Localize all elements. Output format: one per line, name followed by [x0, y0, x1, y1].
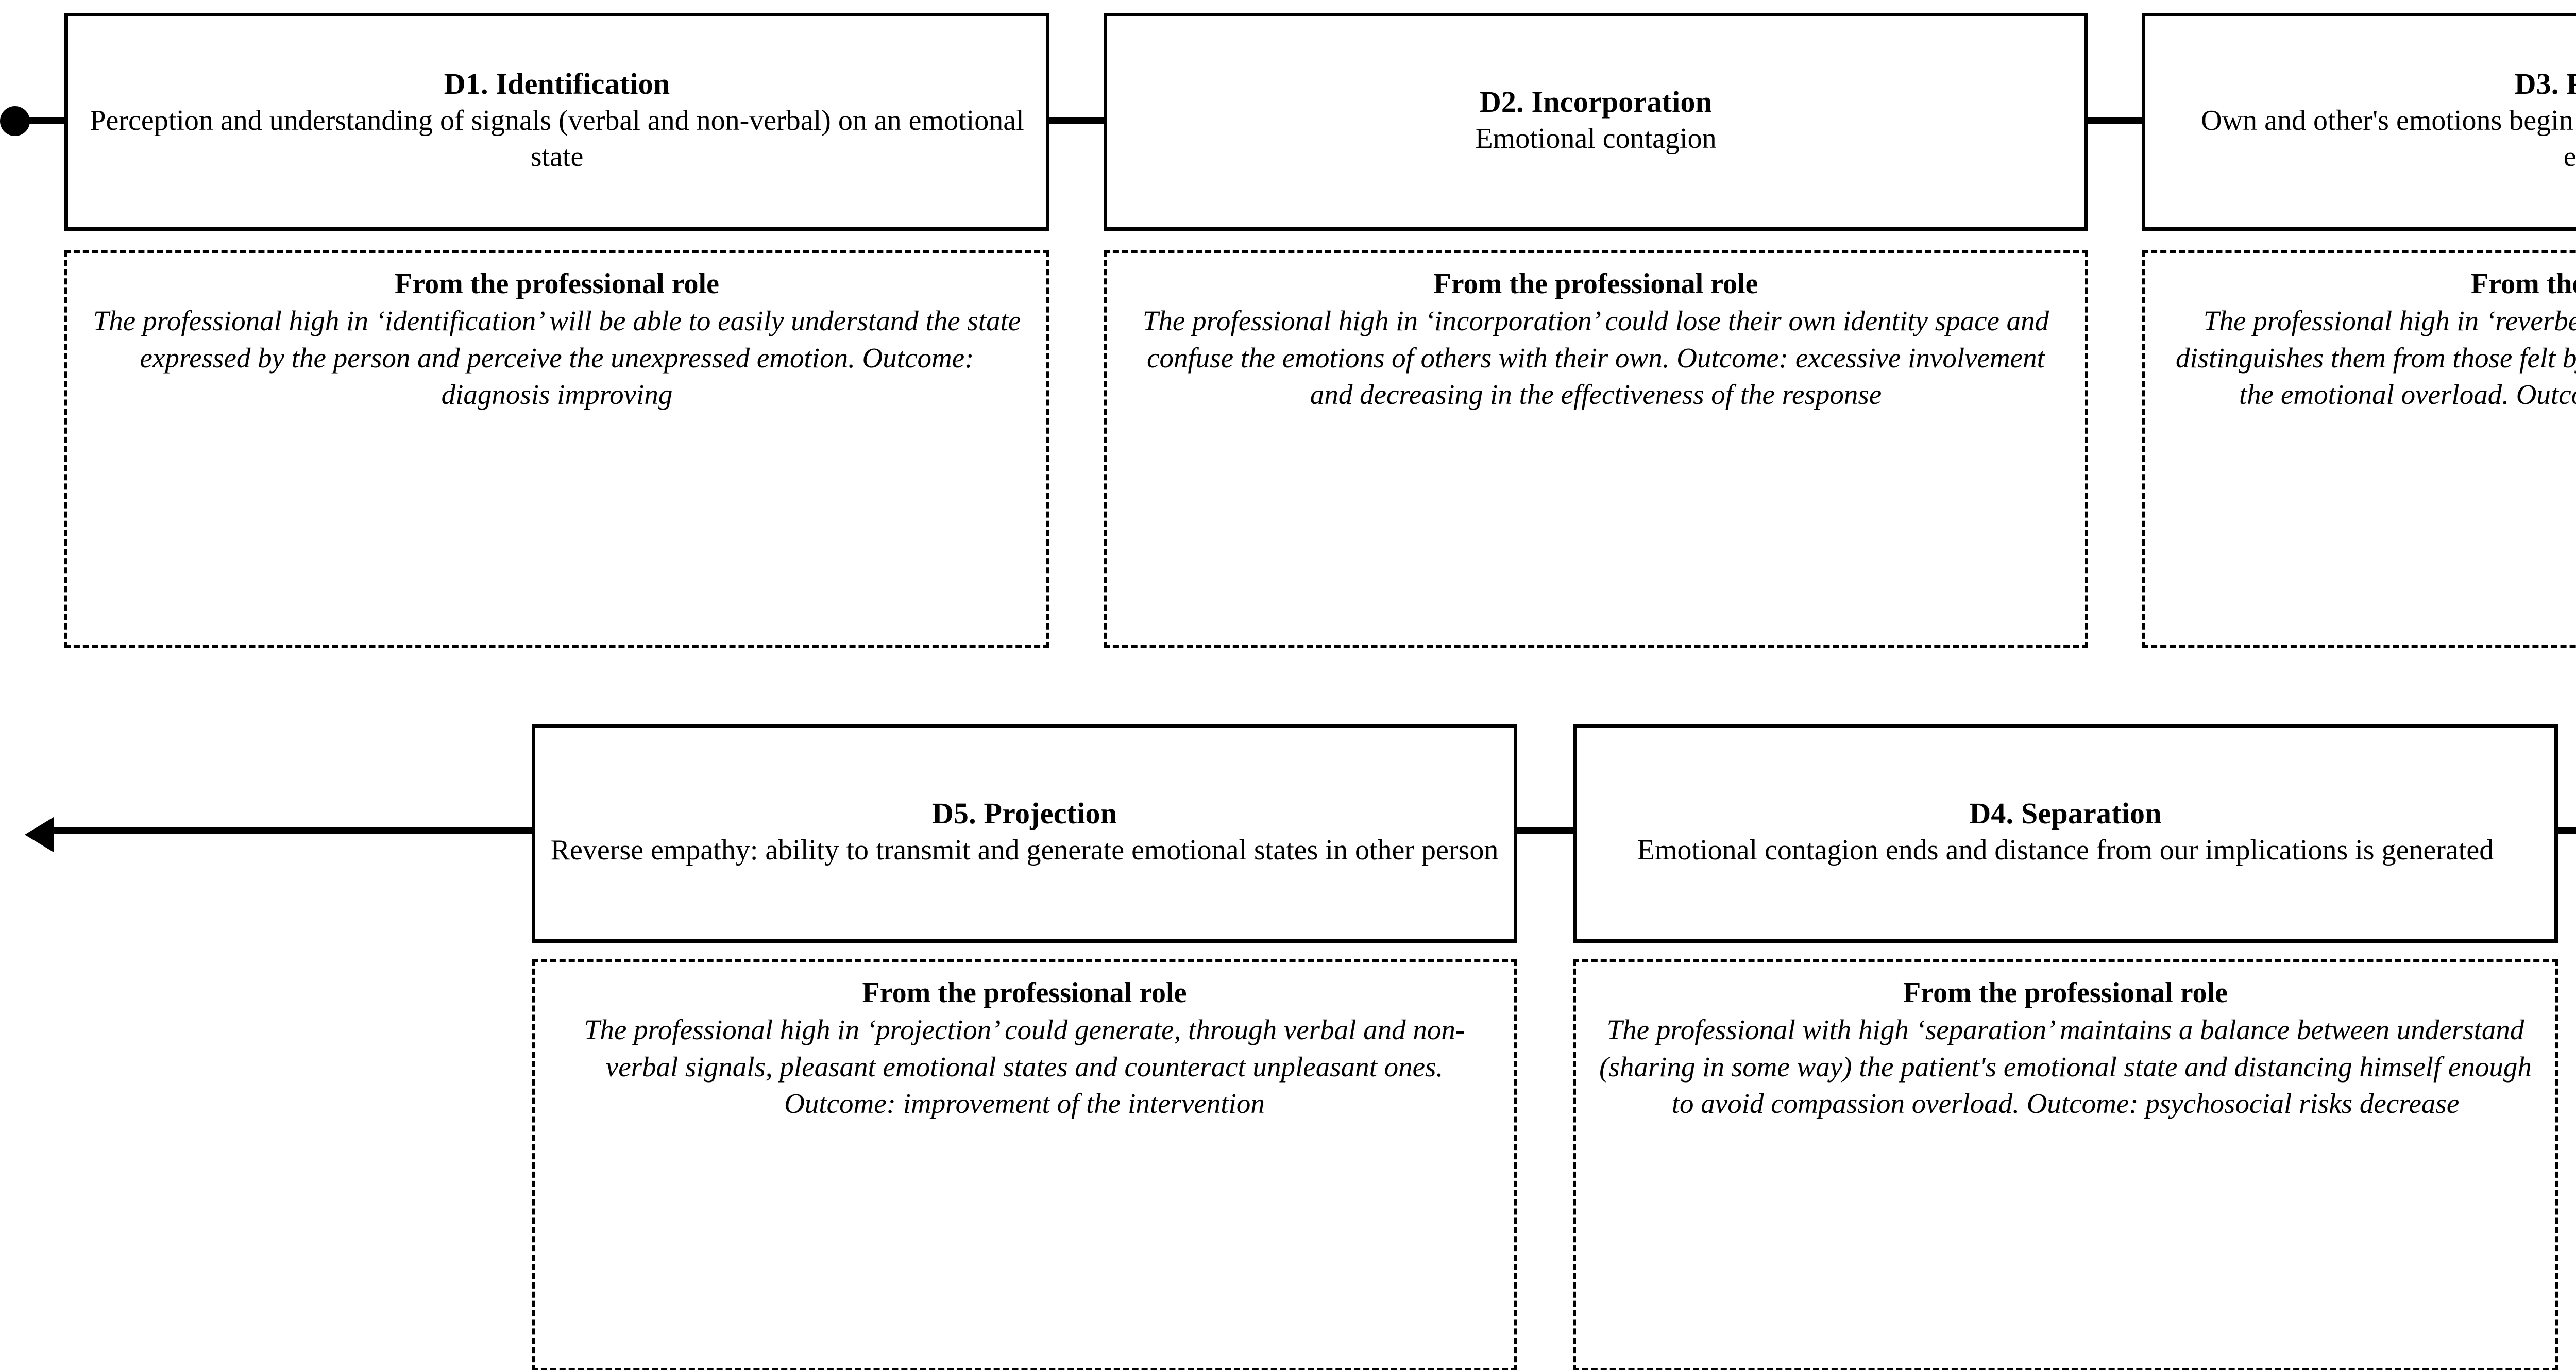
connector-d1-to-d2	[1046, 117, 1108, 124]
concept-box-d1[interactable]: D1. Identification Perception and unders…	[64, 13, 1049, 231]
concept-description-d1: Perception and understanding of signals …	[90, 105, 1024, 173]
concept-description-d3: Own and other's emotions begin to be dis…	[2201, 105, 2576, 173]
role-title-d1: From the professional role	[395, 268, 719, 300]
concept-title-d5: D5. Projection	[931, 796, 1117, 830]
connector-d2-to-d3	[2084, 117, 2146, 124]
concept-box-d4[interactable]: D4. Separation Emotional contagion ends …	[1573, 724, 2558, 943]
concept-title-d2: D2. Incorporation	[1479, 84, 1713, 119]
role-box-d4[interactable]: From the professional role The professio…	[1573, 959, 2558, 1370]
concept-title-d4: D4. Separation	[1969, 796, 2162, 830]
flow-end-arrow-icon	[25, 817, 54, 852]
role-text-d4: The professional with high ‘separation’ …	[1599, 1014, 2532, 1120]
concept-box-d2[interactable]: D2. Incorporation Emotional contagion	[1104, 13, 2088, 231]
connector-d5-to-arrow	[52, 827, 536, 834]
concept-description-d4: Emotional contagion ends and distance fr…	[1637, 834, 2494, 866]
connector-start-to-d1	[21, 117, 72, 124]
role-text-d5: The professional high in ‘projection’ co…	[584, 1014, 1465, 1120]
role-title-d2: From the professional role	[1433, 268, 1758, 300]
role-box-d5[interactable]: From the professional role The professio…	[532, 959, 1517, 1370]
role-box-d1[interactable]: From the professional role The professio…	[64, 250, 1049, 648]
concept-title-d3: D3. Reverberation	[2514, 67, 2576, 100]
role-text-d1: The professional high in ‘identification…	[93, 305, 1021, 411]
concept-description-d2: Emotional contagion	[1475, 122, 1717, 155]
role-text-d3: The professional high in ‘reverberation’…	[2175, 305, 2576, 411]
concept-box-d5[interactable]: D5. Projection Reverse empathy: ability …	[532, 724, 1517, 943]
role-title-d5: From the professional role	[862, 977, 1187, 1009]
concept-box-d3[interactable]: D3. Reverberation Own and other's emotio…	[2142, 13, 2576, 231]
role-box-d3[interactable]: From the professional role The professio…	[2142, 250, 2576, 648]
role-text-d2: The professional high in ‘incorporation’…	[1142, 305, 2049, 411]
connector-d5-to-d4	[1514, 827, 1577, 834]
connector-d4-to-junction	[2554, 827, 2576, 834]
role-title-d3: From the professional role	[2471, 268, 2576, 300]
role-box-d2[interactable]: From the professional role The professio…	[1104, 250, 2088, 648]
concept-description-d5: Reverse empathy: ability to transmit and…	[550, 834, 1499, 866]
role-title-d4: From the professional role	[1903, 977, 2228, 1009]
concept-title-d1: D1. Identification	[444, 67, 670, 100]
